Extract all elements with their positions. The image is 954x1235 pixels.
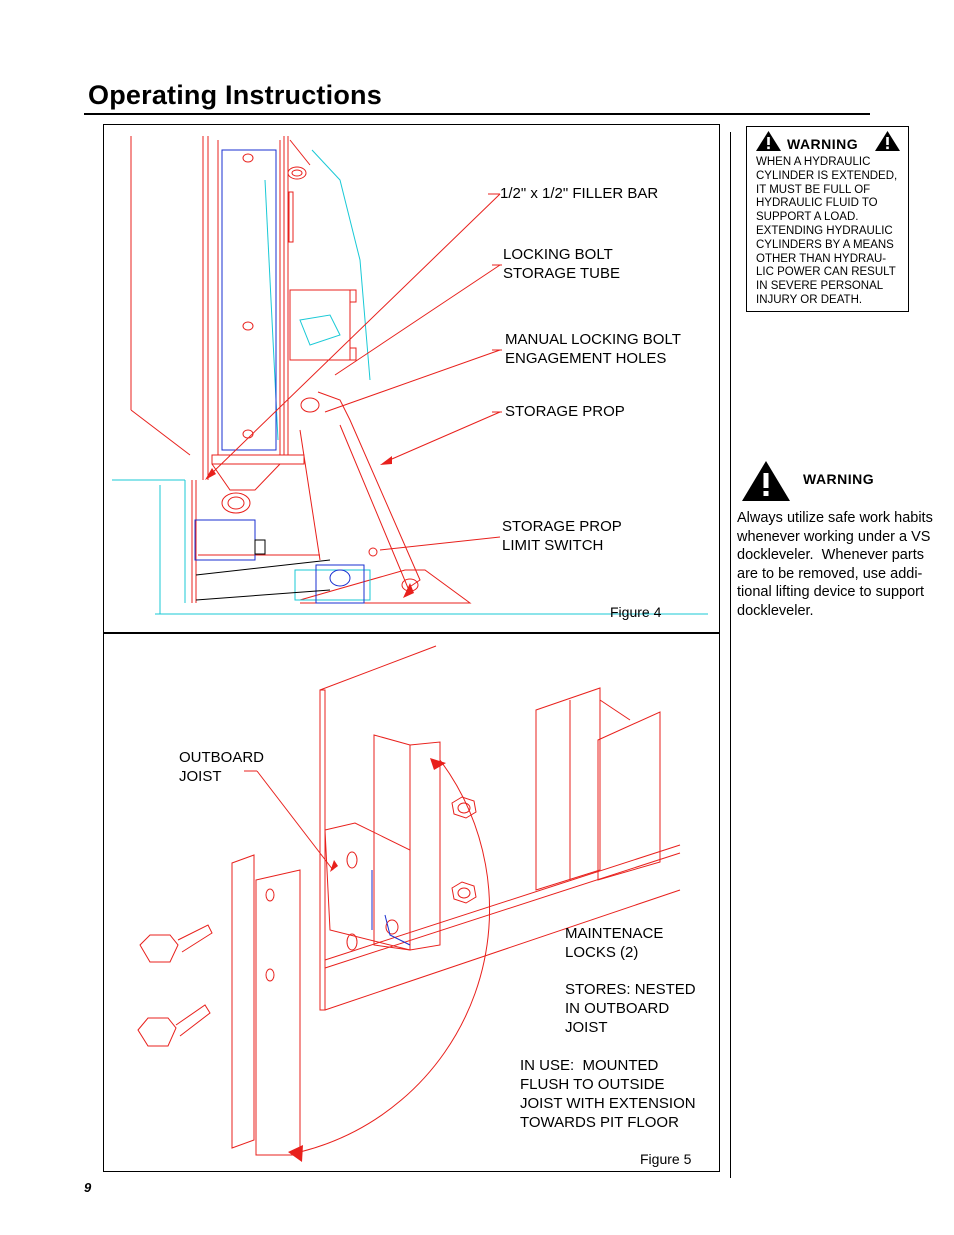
page-number: 9	[84, 1180, 92, 1195]
label-maintenance-locks: MAINTENACE LOCKS (2)	[565, 925, 664, 961]
warning-triangle-icon	[756, 131, 781, 151]
figure-4-drawing	[112, 136, 708, 615]
warning-triangle-icon	[875, 131, 900, 151]
label-storage-prop: STORAGE PROP	[505, 403, 625, 420]
label-locking-bolt-storage-tube: LOCKING BOLT STORAGE TUBE	[503, 246, 620, 282]
warning-box-text: WHEN A HYDRAULIC CYLINDER IS EXTENDED, I…	[756, 156, 898, 306]
figure-5-caption: Figure 5	[640, 1151, 692, 1167]
figure-4-caption: Figure 4	[610, 604, 662, 620]
page-title: Operating Instructions	[88, 80, 382, 110]
side-warning-text: Always utilize safe work habits whenever…	[737, 510, 933, 619]
figure-4-frame	[103, 124, 720, 633]
column-divider	[730, 132, 731, 1178]
label-filler-bar: 1/2" x 1/2" FILLER BAR	[500, 185, 659, 202]
side-warning-header: WARNING	[803, 471, 875, 487]
warning-box-header: WARNING	[787, 136, 859, 152]
label-storage-prop-limit-switch: STORAGE PROP LIMIT SWITCH	[502, 518, 622, 554]
warning-triangle-icon	[742, 461, 790, 501]
label-in-use: IN USE: MOUNTED FLUSH TO OUTSIDE JOIST W…	[520, 1057, 696, 1131]
label-engagement-holes: MANUAL LOCKING BOLT ENGAGEMENT HOLES	[505, 331, 681, 367]
figure-5-blue	[371, 870, 411, 946]
figure-5-frame	[103, 633, 720, 1172]
figure-5-drawing	[137, 645, 681, 1156]
label-stores: STORES: NESTED IN OUTBOARD JOIST	[565, 981, 696, 1036]
title-rule	[84, 113, 870, 115]
label-outboard-joist: OUTBOARD JOIST	[179, 749, 265, 785]
hydraulic-warning-box: WARNING WHEN A HYDRAULIC CYLINDER IS EXT…	[746, 126, 909, 312]
